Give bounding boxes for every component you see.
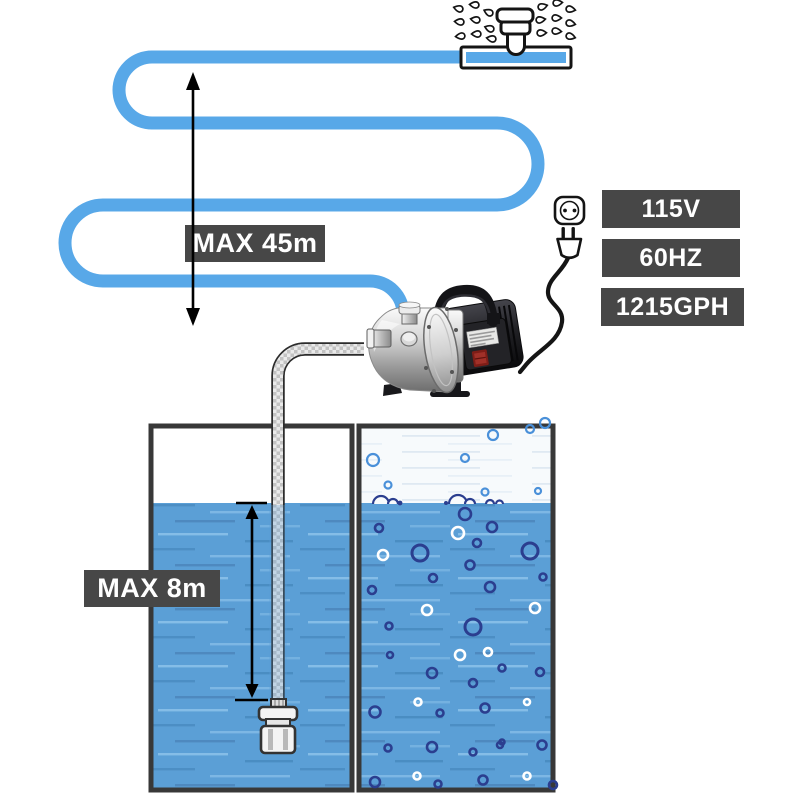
spec-flow-label: 1215GPH (601, 288, 744, 326)
spec-voltage-label: 115V (602, 190, 740, 228)
power-cord (517, 255, 571, 375)
water-tank-right (356, 423, 556, 793)
garden-jet-pump-image (366, 284, 524, 397)
max-head-label: MAX 45m (185, 225, 325, 262)
sprinkler-icon (459, 7, 573, 70)
surface-bubbles (371, 493, 505, 506)
spec-frequency-label: 60HZ (602, 239, 740, 277)
max-suction-label: MAX 8m (84, 570, 220, 607)
garden-hose (58, 50, 545, 315)
bubbles-navy (366, 506, 559, 791)
power-plug-icon (517, 227, 583, 375)
foot-valve-strainer-icon (257, 698, 299, 755)
bubbles-above-water (365, 416, 552, 497)
power-outlet-icon (553, 195, 586, 226)
water-tank-left (148, 423, 355, 793)
bubbles-white (376, 525, 542, 781)
suction-pipe (269, 342, 364, 701)
